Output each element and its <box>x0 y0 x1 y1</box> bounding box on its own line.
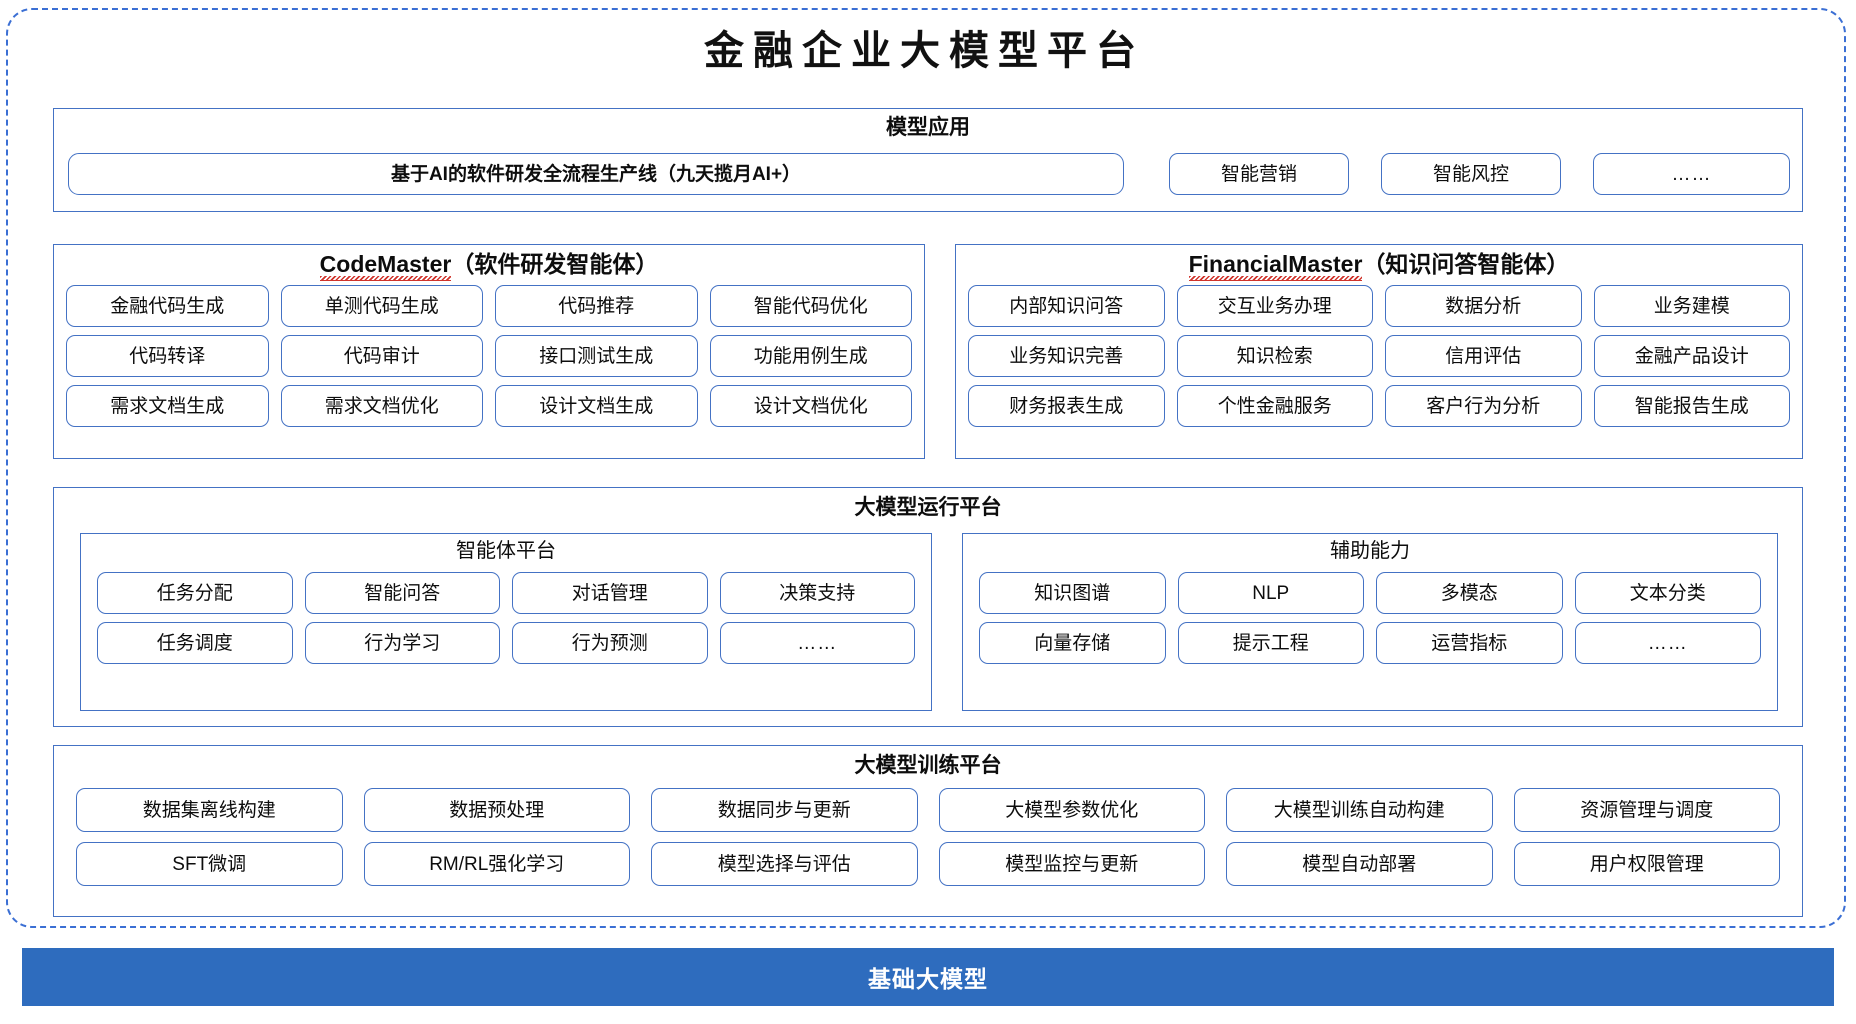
chip-code-2[interactable]: 代码推荐 <box>495 285 698 327</box>
chip-agent-5[interactable]: 行为学习 <box>304 622 500 664</box>
chip-agent-2[interactable]: 对话管理 <box>512 572 708 614</box>
chip-agent-more[interactable]: …… <box>719 622 915 664</box>
chip-code-11[interactable]: 设计文档优化 <box>709 385 912 427</box>
chip-fin-5[interactable]: 知识检索 <box>1176 335 1373 377</box>
chip-agent-1[interactable]: 智能问答 <box>304 572 500 614</box>
financial-master-suffix: （知识问答智能体） <box>1362 251 1570 277</box>
chip-assist-2[interactable]: 多模态 <box>1376 572 1563 614</box>
section-model-application: 模型应用 基于AI的软件研发全流程生产线（九天揽月AI+） 智能营销 智能风控 … <box>53 108 1803 212</box>
subsection-assist-capability: 辅助能力 知识图谱 NLP 多模态 文本分类 向量存储 提示工程 运营指标 …… <box>962 533 1778 711</box>
chip-fin-11[interactable]: 智能报告生成 <box>1593 385 1790 427</box>
chip-code-3[interactable]: 智能代码优化 <box>709 285 912 327</box>
chip-train-5[interactable]: 资源管理与调度 <box>1513 788 1780 832</box>
code-master-name: CodeMaster <box>319 251 452 281</box>
model-application-items: 基于AI的软件研发全流程生产线（九天揽月AI+） 智能营销 智能风控 …… <box>68 153 1790 195</box>
chip-train-1[interactable]: 数据预处理 <box>363 788 630 832</box>
chip-assist-1[interactable]: NLP <box>1177 572 1364 614</box>
chip-fin-7[interactable]: 金融产品设计 <box>1593 335 1790 377</box>
chip-agent-0[interactable]: 任务分配 <box>97 572 293 614</box>
app-chip-smart-risk-control[interactable]: 智能风控 <box>1381 153 1561 195</box>
chip-assist-0[interactable]: 知识图谱 <box>979 572 1166 614</box>
code-master-suffix: （软件研发智能体） <box>451 251 659 277</box>
chip-train-7[interactable]: RM/RL强化学习 <box>363 842 630 886</box>
chip-train-4[interactable]: 大模型训练自动构建 <box>1226 788 1493 832</box>
chip-code-5[interactable]: 代码审计 <box>280 335 483 377</box>
code-master-items: 金融代码生成 单测代码生成 代码推荐 智能代码优化 代码转译 代码审计 接口测试… <box>66 285 912 427</box>
chip-fin-2[interactable]: 数据分析 <box>1385 285 1582 327</box>
app-chip-more[interactable]: …… <box>1593 153 1790 195</box>
chip-train-0[interactable]: 数据集离线构建 <box>76 788 343 832</box>
chip-assist-3[interactable]: 文本分类 <box>1574 572 1761 614</box>
chip-code-9[interactable]: 需求文档优化 <box>280 385 483 427</box>
page-title: 金融企业大模型平台 <box>704 29 1145 73</box>
chip-code-6[interactable]: 接口测试生成 <box>495 335 698 377</box>
chip-code-10[interactable]: 设计文档生成 <box>495 385 698 427</box>
agent-platform-items: 任务分配 智能问答 对话管理 决策支持 任务调度 行为学习 行为预测 …… <box>97 572 915 664</box>
section-title-financial-master: FinancialMaster（知识问答智能体） <box>956 251 1802 281</box>
subsection-agent-platform: 智能体平台 任务分配 智能问答 对话管理 决策支持 任务调度 行为学习 行为预测… <box>80 533 932 711</box>
chip-train-6[interactable]: SFT微调 <box>76 842 343 886</box>
training-platform-items: 数据集离线构建 数据预处理 数据同步与更新 大模型参数优化 大模型训练自动构建 … <box>76 788 1780 886</box>
chip-fin-1[interactable]: 交互业务办理 <box>1176 285 1373 327</box>
chip-assist-more[interactable]: …… <box>1574 622 1761 664</box>
base-model-bar: 基础大模型 <box>22 948 1834 1006</box>
section-title-runtime-platform: 大模型运行平台 <box>854 496 1002 519</box>
app-chip-ai-pipeline[interactable]: 基于AI的软件研发全流程生产线（九天揽月AI+） <box>68 153 1124 195</box>
financial-master-items: 内部知识问答 交互业务办理 数据分析 业务建模 业务知识完善 知识检索 信用评估… <box>968 285 1790 427</box>
section-title-model-application: 模型应用 <box>886 116 970 139</box>
chip-train-10[interactable]: 模型自动部署 <box>1226 842 1493 886</box>
chip-assist-4[interactable]: 向量存储 <box>979 622 1166 664</box>
chip-code-0[interactable]: 金融代码生成 <box>66 285 269 327</box>
chip-agent-6[interactable]: 行为预测 <box>512 622 708 664</box>
section-title-training-platform: 大模型训练平台 <box>854 754 1002 777</box>
chip-fin-3[interactable]: 业务建模 <box>1593 285 1790 327</box>
app-chip-smart-marketing[interactable]: 智能营销 <box>1169 153 1349 195</box>
chip-code-8[interactable]: 需求文档生成 <box>66 385 269 427</box>
chip-fin-4[interactable]: 业务知识完善 <box>968 335 1165 377</box>
base-model-label: 基础大模型 <box>868 966 988 992</box>
chip-code-4[interactable]: 代码转译 <box>66 335 269 377</box>
section-training-platform: 大模型训练平台 数据集离线构建 数据预处理 数据同步与更新 大模型参数优化 大模… <box>53 745 1803 917</box>
section-title-code-master: CodeMaster（软件研发智能体） <box>54 251 924 281</box>
chip-fin-10[interactable]: 客户行为分析 <box>1385 385 1582 427</box>
subsection-title-agent-platform: 智能体平台 <box>456 540 556 562</box>
chip-code-1[interactable]: 单测代码生成 <box>280 285 483 327</box>
chip-assist-6[interactable]: 运营指标 <box>1376 622 1563 664</box>
section-financial-master: FinancialMaster（知识问答智能体） 内部知识问答 交互业务办理 数… <box>955 244 1803 459</box>
chip-train-2[interactable]: 数据同步与更新 <box>651 788 918 832</box>
chip-train-8[interactable]: 模型选择与评估 <box>651 842 918 886</box>
chip-code-7[interactable]: 功能用例生成 <box>709 335 912 377</box>
chip-fin-8[interactable]: 财务报表生成 <box>968 385 1165 427</box>
chip-fin-6[interactable]: 信用评估 <box>1385 335 1582 377</box>
chip-agent-3[interactable]: 决策支持 <box>719 572 915 614</box>
subsection-title-assist-capability: 辅助能力 <box>1330 540 1410 562</box>
chip-fin-9[interactable]: 个性金融服务 <box>1176 385 1373 427</box>
section-code-master: CodeMaster（软件研发智能体） 金融代码生成 单测代码生成 代码推荐 智… <box>53 244 925 459</box>
assist-capability-items: 知识图谱 NLP 多模态 文本分类 向量存储 提示工程 运营指标 …… <box>979 572 1761 664</box>
chip-train-3[interactable]: 大模型参数优化 <box>938 788 1205 832</box>
chip-train-11[interactable]: 用户权限管理 <box>1513 842 1780 886</box>
chip-fin-0[interactable]: 内部知识问答 <box>968 285 1165 327</box>
section-runtime-platform: 大模型运行平台 智能体平台 任务分配 智能问答 对话管理 决策支持 任务调度 行… <box>53 487 1803 727</box>
chip-agent-4[interactable]: 任务调度 <box>97 622 293 664</box>
chip-train-9[interactable]: 模型监控与更新 <box>938 842 1205 886</box>
chip-assist-5[interactable]: 提示工程 <box>1177 622 1364 664</box>
financial-master-name: FinancialMaster <box>1188 251 1363 281</box>
